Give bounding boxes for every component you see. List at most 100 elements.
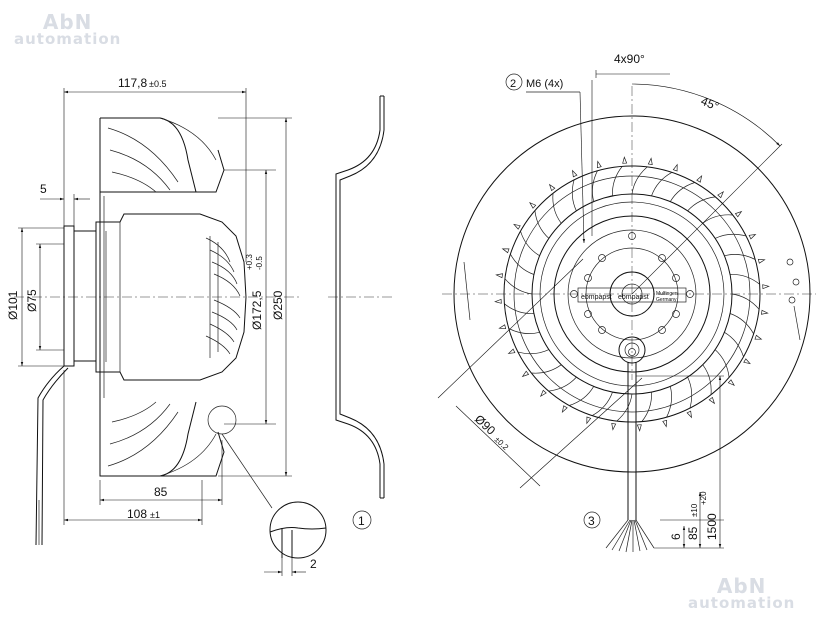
blade-curve xyxy=(729,313,754,334)
hub-holes xyxy=(570,232,694,356)
watermark-text: automation xyxy=(14,30,122,48)
blade-curve xyxy=(508,328,540,334)
blade-tip xyxy=(743,358,751,365)
hub-hole xyxy=(570,290,578,298)
dim-dia-172-tol-upper: +0.3 xyxy=(245,254,254,270)
blade-curve xyxy=(724,254,756,260)
blade-curve xyxy=(571,179,577,212)
blade-curve xyxy=(517,349,550,355)
callout-1-circle xyxy=(352,510,372,530)
label-origin-2: Germany xyxy=(656,297,677,303)
blade-curve xyxy=(714,349,730,378)
blade-tip xyxy=(662,419,668,428)
label-origin-1: Mulfingen xyxy=(656,291,678,297)
blade-curve xyxy=(592,391,613,416)
blade-curve xyxy=(666,386,672,418)
dim-cable-1500: 1500 xyxy=(705,513,719,540)
watermark-text: automation xyxy=(688,594,796,612)
hub-hole xyxy=(584,274,592,282)
hub-hole xyxy=(598,326,606,334)
blade-curve xyxy=(534,210,550,239)
side-view: 117,8 ±0.5 5 Ø101 Ø75 Ø172,5 +0.3 -0.5 Ø… xyxy=(6,76,327,576)
dim-depth-85: 85 xyxy=(154,485,168,499)
callout-3: 3 xyxy=(588,514,595,528)
callout-2-circle xyxy=(505,73,523,91)
blade-tip xyxy=(539,389,547,397)
hub-hole xyxy=(584,310,592,318)
blade-tip xyxy=(494,298,502,304)
hub-hole xyxy=(686,290,694,298)
hub-hole xyxy=(658,254,666,262)
blade-curve xyxy=(504,278,533,295)
dim-bore-75: Ø75 xyxy=(25,289,39,312)
blade-tip xyxy=(748,234,757,240)
blade-tip xyxy=(636,424,642,432)
blade-tip xyxy=(596,160,602,169)
dim-bore-101: Ø101 xyxy=(6,290,20,320)
blade-curve xyxy=(504,303,534,314)
blade-tip xyxy=(548,183,556,192)
watermark-top-left: AbN automation xyxy=(14,12,121,47)
dim-detail-2: 2 xyxy=(310,557,317,571)
callout-2: 2 xyxy=(510,78,516,90)
hub-hole xyxy=(598,254,606,262)
label-plate xyxy=(577,287,687,303)
blade-tip xyxy=(529,201,537,209)
blade-tip xyxy=(572,169,578,178)
blade-curve xyxy=(548,376,577,392)
dim-dia-172: Ø172,5 xyxy=(250,290,264,330)
cable-wires xyxy=(605,519,655,553)
label-brand-2: ebmpapst xyxy=(618,294,649,301)
dim-depth-108: 108 xyxy=(127,507,147,521)
dim-cable-6: 6 xyxy=(669,533,683,540)
blade-tip xyxy=(521,370,530,378)
blade-tip xyxy=(507,348,516,354)
blade-curve xyxy=(531,364,562,374)
dim-angle-4x90: 4x90° xyxy=(614,52,645,66)
impeller-blade-tips xyxy=(494,156,770,432)
blade-curve xyxy=(552,193,562,224)
dim-thread: M6 (4x) xyxy=(526,78,563,90)
watermark-logo: AbN xyxy=(42,10,93,34)
callout-1: 1 xyxy=(358,514,365,528)
blade-tip xyxy=(647,157,653,165)
blade-curve xyxy=(592,170,598,202)
dim-cable-1500-tol: +20 xyxy=(699,491,708,505)
hub-hole xyxy=(628,232,636,240)
cable-gland xyxy=(618,336,646,364)
hub-hole xyxy=(658,326,666,334)
dim-total-length-tol: ±0.5 xyxy=(149,79,166,89)
dim-angle-45: 45° xyxy=(699,94,721,114)
hub-hole xyxy=(672,274,680,282)
dim-cable-85-tol: ±10 xyxy=(690,503,699,517)
blade-curve xyxy=(714,233,747,239)
blade-tip xyxy=(561,405,568,413)
blade-curve xyxy=(651,172,672,197)
blade-tip xyxy=(672,163,678,172)
blade-tip xyxy=(686,410,692,419)
blade-curve xyxy=(641,392,652,422)
blade-tip xyxy=(696,175,703,183)
blade-tip xyxy=(586,416,592,425)
dim-pcd-90-tol: ±0.2 xyxy=(493,435,511,453)
blade-tip xyxy=(761,309,769,315)
label-brand-1: ebmpapst xyxy=(581,294,612,301)
blade-curve xyxy=(730,274,760,285)
hub-hole xyxy=(628,348,636,356)
callout-3-circle xyxy=(583,511,601,529)
dim-dia-172-tol-lower: -0.5 xyxy=(255,256,264,270)
blade-tip xyxy=(734,210,743,218)
blade-curve xyxy=(616,393,633,422)
blade-tip xyxy=(727,379,735,387)
inlet-ring-section: 1 xyxy=(328,95,392,530)
blade-tip xyxy=(622,156,628,164)
blade-tip xyxy=(495,273,503,279)
blade-tip xyxy=(754,334,763,340)
blade-tip xyxy=(708,396,716,405)
blade-curve xyxy=(510,254,535,275)
blade-tip xyxy=(757,258,766,264)
blade-tip xyxy=(501,248,510,254)
blade-tip xyxy=(498,324,507,330)
blade-tip xyxy=(717,191,725,199)
